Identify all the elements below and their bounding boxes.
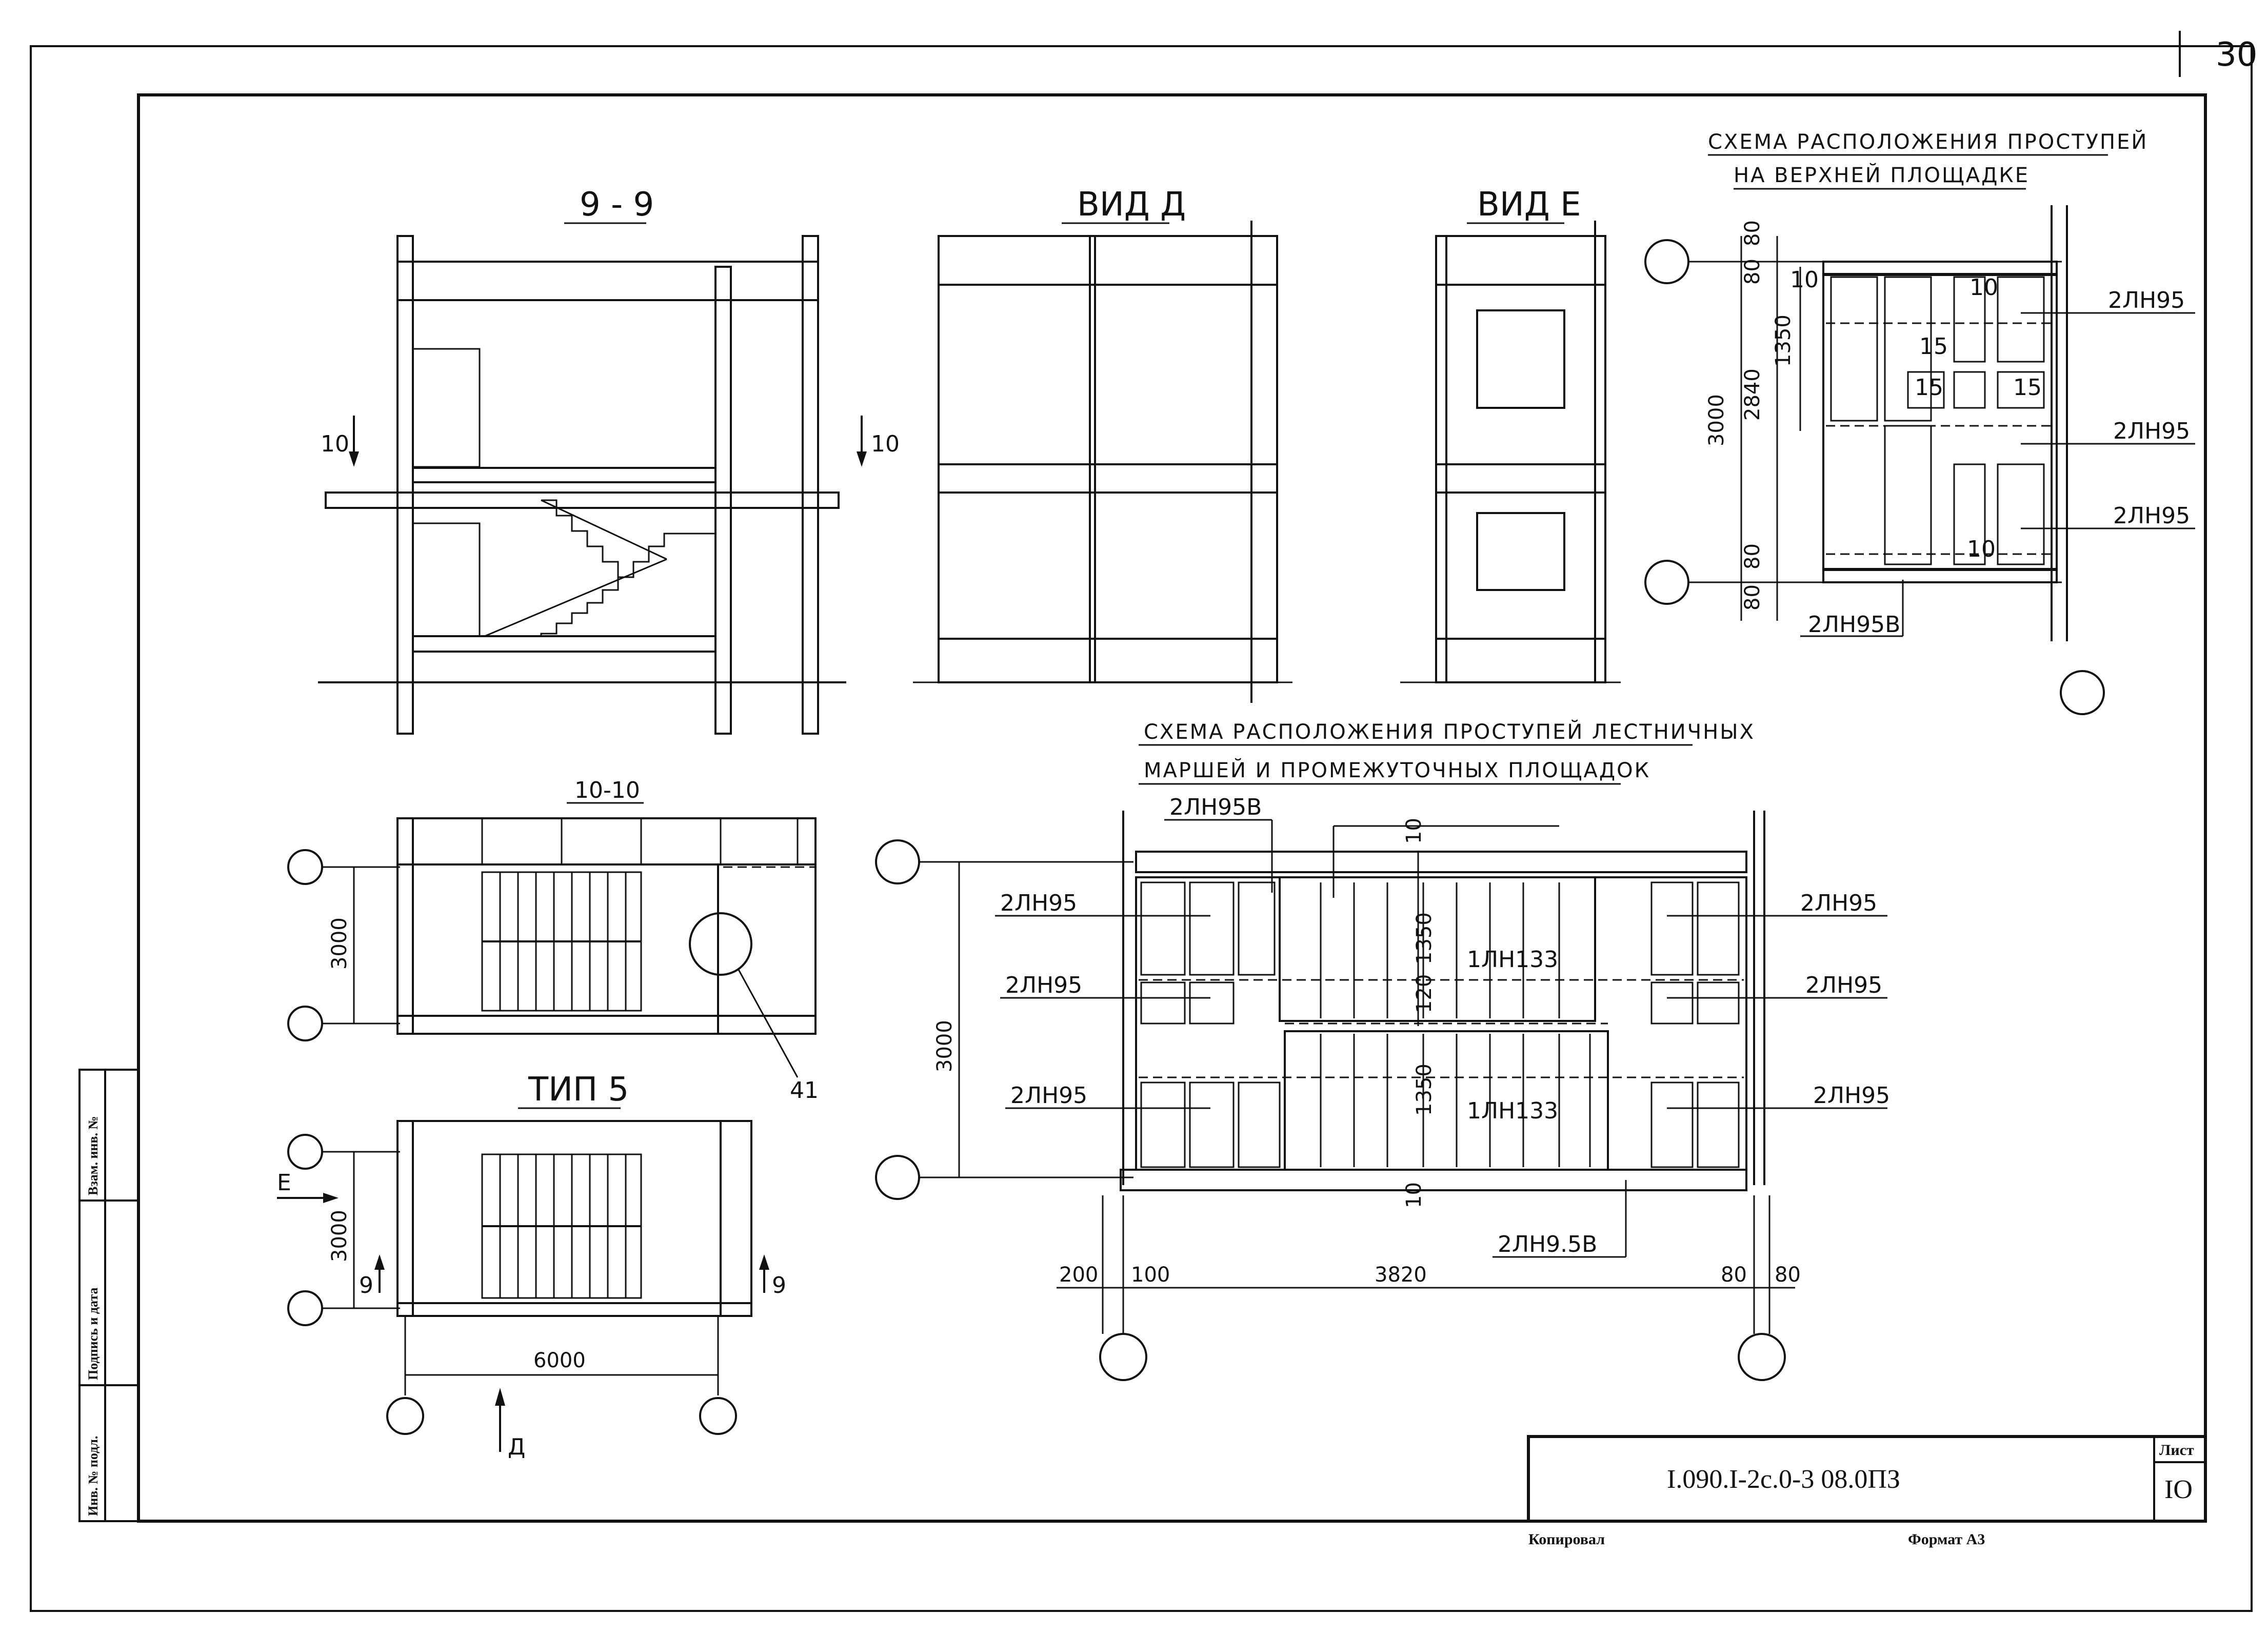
dim-3000: 3000 — [1705, 394, 1728, 446]
upper-label-1: 2ЛН95 — [2108, 287, 2185, 313]
stamp-cell-1: Взам. инв. № — [86, 1116, 101, 1195]
flights-right-label-3: 2ЛН95 — [1813, 1083, 1890, 1109]
view-e-title: ВИД Е — [1477, 186, 1581, 224]
flights-top-label: 2ЛН95В — [1169, 794, 1262, 820]
axis-bubble — [1738, 1333, 1786, 1381]
dim-80-top-2: 80 — [1741, 259, 1764, 285]
view-e: ВИД Е — [1400, 186, 1621, 683]
flights-dim-left2: 100 — [1131, 1263, 1170, 1287]
flights-dim-right1: 80 — [1721, 1263, 1747, 1287]
flights-dim-left1: 200 — [1059, 1263, 1098, 1287]
document-code: I.090.I-2с.0-3 08.0ПЗ — [1667, 1465, 1900, 1494]
flight-label-1: 1ЛН133 — [1467, 947, 1558, 973]
section-9-9-title: 9 - 9 — [580, 186, 654, 224]
axis-bubble — [287, 1006, 323, 1041]
section-9-9: 9 - 9 10 10 — [318, 186, 900, 735]
type5-cut-left: 9 — [359, 1272, 373, 1298]
view-d: ВИД Д — [913, 186, 1292, 703]
plan-10-10-dim: 3000 — [328, 917, 351, 970]
axis-bubble — [875, 1155, 920, 1200]
axis-bubble — [1099, 1333, 1147, 1381]
axis-bubble — [1644, 239, 1689, 284]
flights-left-label-2: 2ЛН95 — [1005, 972, 1082, 998]
flights-bottom-label: 2ЛН9.5В — [1498, 1231, 1597, 1257]
flights-dim-inner2: 1350 — [1412, 1064, 1436, 1116]
flights-dim-right2: 80 — [1775, 1263, 1801, 1287]
dim-10-a: 10 — [1790, 267, 1819, 293]
upper-platform-title-1: СХЕМА РАСПОЛОЖЕНИЯ ПРОСТУПЕЙ — [1708, 129, 2148, 154]
dim-15-c: 15 — [2013, 375, 2042, 401]
title-block: Лист IO I.090.I-2с.0-3 08.0ПЗ Копировал … — [1527, 1435, 2207, 1548]
type5-view-mark-e: Е — [277, 1170, 291, 1196]
dim-80-top-1: 80 — [1741, 220, 1764, 246]
dim-2840: 2840 — [1741, 368, 1764, 421]
cut-mark-10-right: 10 — [871, 431, 900, 457]
axis-bubble — [287, 1290, 323, 1326]
flights-right-label-1: 2ЛН95 — [1800, 890, 1877, 916]
dim-10-c: 10 — [1967, 536, 1996, 562]
type5-title: ТИП 5 — [528, 1071, 629, 1109]
upper-label-2: 2ЛН95 — [2113, 418, 2190, 444]
sheet-corner-number: 30 — [2216, 36, 2257, 74]
dim-10-b: 10 — [1969, 274, 1998, 301]
upper-label-3: 2ЛН95 — [2113, 503, 2190, 529]
flights-right-label-2: 2ЛН95 — [1805, 972, 1882, 998]
axis-bubble — [699, 1397, 737, 1435]
upper-platform-title-2: НА ВЕРХНЕЙ ПЛОЩАДКЕ — [1734, 163, 2030, 187]
dim-1350: 1350 — [1772, 314, 1795, 367]
type5-dim-height: 3000 — [328, 1210, 351, 1262]
stamp-cell-2: Подпись и дата — [86, 1288, 101, 1380]
flights-dim-inner1: 1350 — [1412, 912, 1436, 965]
plan-10-10-title: 10-10 — [574, 777, 640, 803]
plan-10-10-callout: 41 — [790, 1077, 819, 1104]
type5-cut-right: 9 — [772, 1272, 786, 1298]
type5-view-mark-d: Д — [508, 1434, 525, 1460]
axis-bubble — [875, 839, 920, 884]
stamp-cell-3: Инв. № подл. — [86, 1436, 101, 1516]
flights-dim-gap: 120 — [1412, 974, 1436, 1013]
flights-title-1: СХЕМА РАСПОЛОЖЕНИЯ ПРОСТУПЕЙ ЛЕСТНИЧНЫХ — [1144, 719, 1755, 744]
flight-label-2: 1ЛН133 — [1467, 1098, 1558, 1124]
type-5-plan: ТИП 5 3000 Е 9 9 600 — [277, 1071, 786, 1460]
axis-bubble — [287, 849, 323, 885]
cut-mark-10-left: 10 — [321, 431, 349, 457]
flights-scheme: СХЕМА РАСПОЛОЖЕНИЯ ПРОСТУПЕЙ ЛЕСТНИЧНЫХ … — [875, 719, 1890, 1381]
axis-bubble — [287, 1134, 323, 1170]
dim-80-bot-2: 80 — [1741, 584, 1764, 611]
flights-left-label-1: 2ЛН95 — [1000, 890, 1077, 916]
flights-title-2: МАРШЕЙ И ПРОМЕЖУТОЧНЫХ ПЛОЩАДОК — [1144, 758, 1650, 782]
format-label: Формат А3 — [1908, 1531, 1985, 1548]
axis-bubble — [386, 1397, 424, 1435]
axis-bubble — [1644, 560, 1689, 605]
dim-15-a: 15 — [1919, 333, 1948, 360]
side-stamp: Взам. инв. № Подпись и дата Инв. № подл. — [78, 1069, 140, 1522]
upper-platform-scheme: СХЕМА РАСПОЛОЖЕНИЯ ПРОСТУПЕЙ НА ВЕРХНЕЙ … — [1644, 129, 2195, 715]
flights-dim-span: 3820 — [1375, 1263, 1427, 1287]
dim-80-bot-1: 80 — [1741, 543, 1764, 569]
upper-label-4: 2ЛН95В — [1808, 612, 1900, 638]
type5-dim-width: 6000 — [533, 1349, 586, 1372]
dim-15-b: 15 — [1915, 375, 1943, 401]
flights-dim-bottom: 10 — [1402, 1182, 1426, 1208]
copied-label: Копировал — [1528, 1531, 1605, 1548]
flights-dim-height: 3000 — [933, 1020, 957, 1072]
sheet-label: Лист — [2159, 1442, 2194, 1459]
sheet-number: IO — [2164, 1475, 2193, 1504]
flights-left-label-3: 2ЛН95 — [1010, 1083, 1087, 1109]
outer-frame — [30, 45, 2253, 1612]
axis-bubble — [2060, 670, 2105, 715]
flights-dim-top: 10 — [1402, 818, 1426, 844]
plan-10-10: 10-10 3000 41 — [287, 777, 819, 1104]
view-d-title: ВИД Д — [1077, 186, 1186, 224]
